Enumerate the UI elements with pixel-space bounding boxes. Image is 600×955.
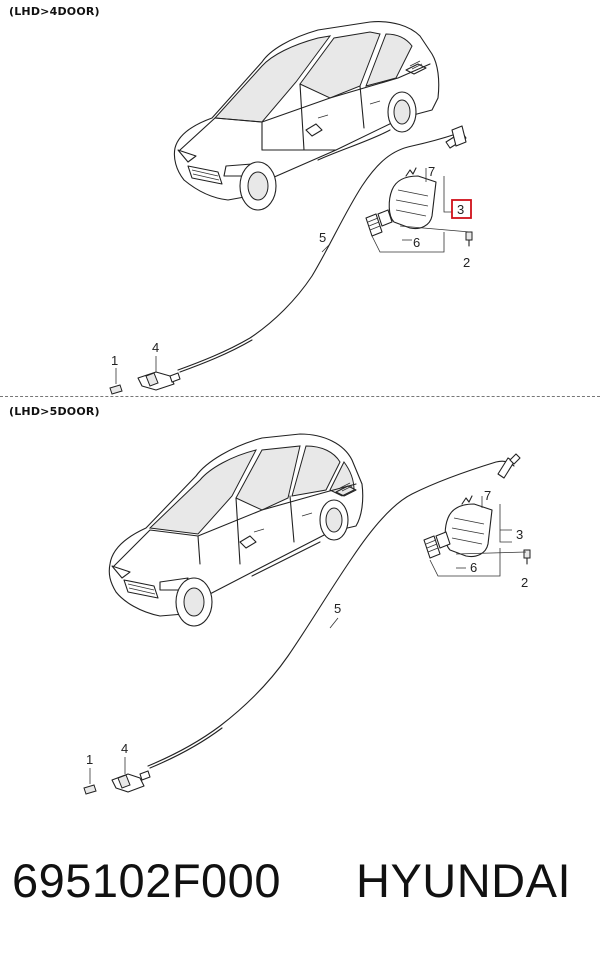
- fuel-door-hinge: [365, 209, 393, 237]
- variant-label: (LHD>4DOOR): [9, 5, 100, 18]
- release-lever-assembly: [109, 356, 181, 395]
- callout-2: 2: [521, 575, 528, 590]
- sedan-car-illustration: [173, 21, 440, 211]
- fuel-door-spring: [405, 167, 417, 177]
- callout-2: 2: [463, 255, 470, 270]
- callout-1: 1: [86, 752, 93, 767]
- callout-1: 1: [111, 353, 118, 368]
- callout-3: 3: [457, 202, 464, 217]
- release-cable: [177, 133, 457, 371]
- screw-2: [523, 549, 531, 565]
- brand-name: HYUNDAI: [356, 854, 572, 907]
- fuel-door-spring: [461, 495, 473, 505]
- screw-2: [465, 231, 473, 247]
- highlight-box: [451, 199, 472, 219]
- callout-4: 4: [152, 340, 159, 355]
- diagram-4door: 7 3 6 2 5 1 4: [109, 21, 473, 395]
- release-cable: [147, 460, 515, 767]
- callout-6: 6: [413, 235, 420, 250]
- fuel-filler-door: [444, 503, 493, 558]
- diagram-5door: 7 3 6 2 5 1 4: [83, 433, 531, 795]
- fuel-door-hinge: [423, 531, 451, 559]
- callout-7: 7: [428, 164, 435, 179]
- callout-6: 6: [470, 560, 477, 575]
- variant-label: (LHD>5DOOR): [9, 405, 100, 418]
- callout-7: 7: [484, 488, 491, 503]
- fuel-filler-door: [388, 175, 437, 230]
- diagram-section-5door: (LHD>5DOOR): [0, 400, 600, 820]
- section-divider: [0, 396, 600, 397]
- callout-5: 5: [334, 601, 341, 616]
- diagram-section-4door: (LHD>4DOOR): [0, 0, 600, 395]
- callout-5: 5: [319, 230, 326, 245]
- hatchback-car-illustration: [108, 433, 364, 627]
- part-number: 695102F000: [12, 854, 281, 907]
- callout-3: 3: [516, 527, 523, 542]
- callout-4: 4: [121, 741, 128, 756]
- release-lever-assembly: [83, 757, 151, 795]
